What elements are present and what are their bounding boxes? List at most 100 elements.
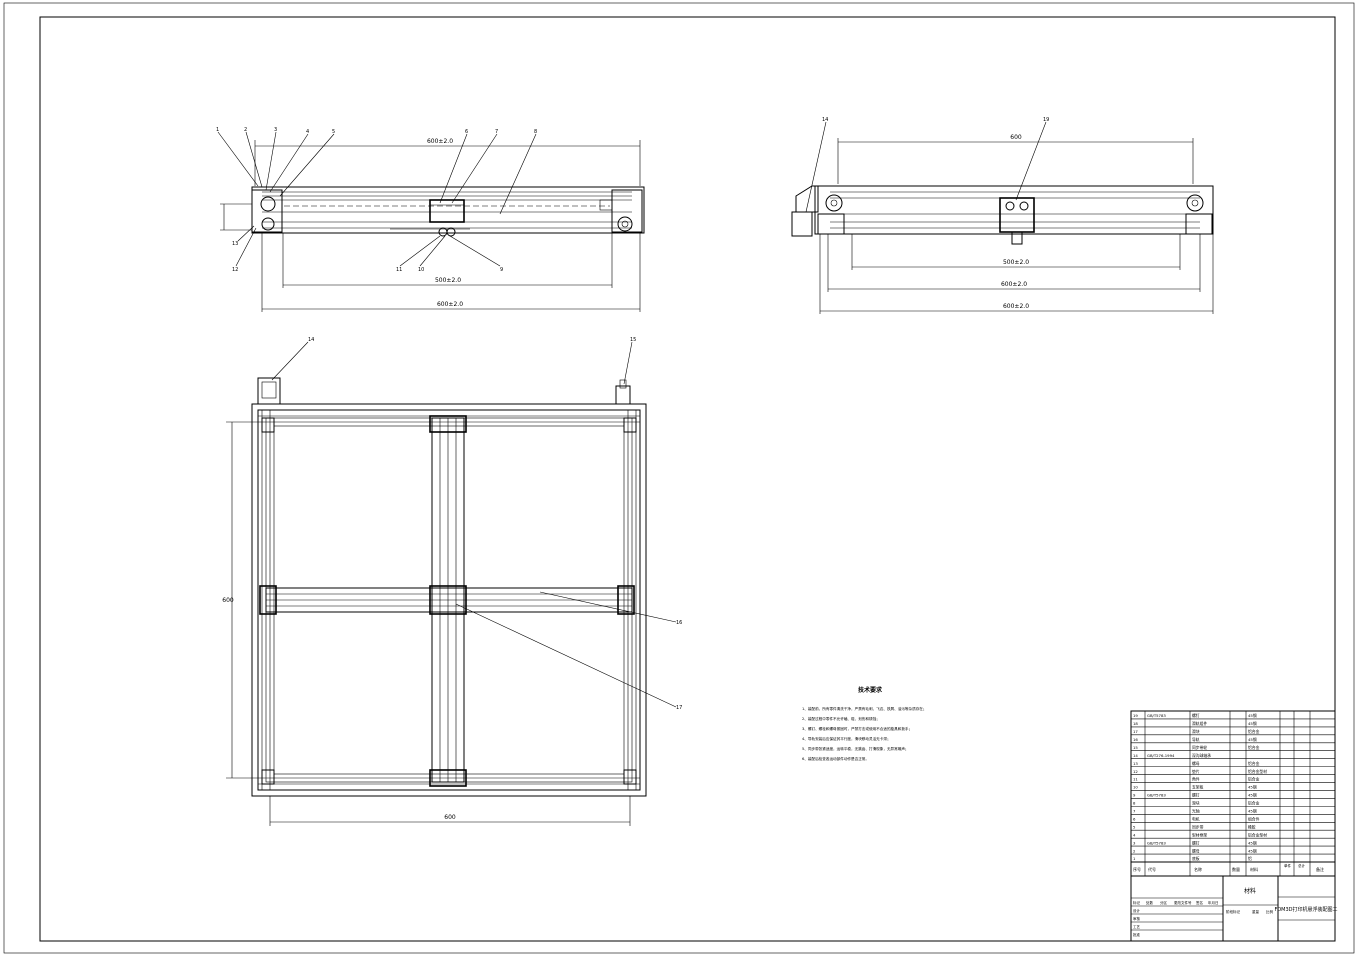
bom-cell-material: 铝合金: [1248, 801, 1260, 806]
callout-front-11: 11: [396, 267, 402, 273]
bom-cell-name: 螺母: [1192, 761, 1200, 766]
role-review: 审核: [1133, 916, 1141, 921]
side-view: 600 500±2.0 600±2.0 600±2.0: [791, 117, 1214, 314]
role-process: 工艺: [1133, 924, 1141, 929]
bom-cell-name: 螺钉: [1192, 793, 1200, 798]
sign-zone: 分区: [1160, 900, 1168, 905]
bom-cell-no: 13: [1133, 761, 1138, 766]
bom-cell-material: 铝合金: [1248, 745, 1260, 750]
bom-cell-name: 深沟球轴承: [1192, 753, 1211, 758]
role-approve: 批准: [1133, 932, 1141, 937]
callout-front-10: 10: [418, 267, 424, 273]
callout-front-8: 8: [534, 129, 537, 135]
bom-cell-name: 螺钉: [1192, 713, 1200, 718]
bom-cell-code: GB/T5783: [1147, 793, 1166, 798]
bom-cell-name: 同步带轮: [1192, 745, 1207, 750]
bom-header-total: 总计: [1298, 863, 1306, 868]
bom-cell-material: 45钢: [1248, 721, 1257, 726]
bom-cell-material: 45钢: [1248, 840, 1257, 845]
bom-cell-code: GB/T5783: [1147, 840, 1166, 845]
bom-cell-name: 电机: [1192, 816, 1200, 821]
bom-header-mat: 材料: [1250, 866, 1258, 872]
notes-title: 技术要求: [858, 686, 883, 694]
dim-side-top: 600: [1010, 134, 1022, 141]
callout-front-1: 1: [216, 127, 219, 133]
bom-cell-no: 8: [1133, 801, 1136, 806]
callout-plan-17: 17: [676, 705, 682, 711]
sign-mark: 标记: [1133, 900, 1141, 905]
bom-header-unit: 单件: [1284, 863, 1292, 868]
callout-front-7: 7: [495, 129, 498, 135]
callout-side-19: 19: [1043, 117, 1049, 123]
bom-cell-no: 10: [1133, 785, 1138, 790]
bom-cell-no: 17: [1133, 729, 1138, 734]
dim-side-inner: 500±2.0: [1003, 259, 1029, 266]
bom-cell-no: 19: [1133, 713, 1138, 718]
bom-cell-name: 螺母: [1192, 848, 1200, 853]
bom-cell-name: 滑轨组件: [1192, 721, 1207, 726]
bom-cell-name: 导轨: [1192, 737, 1200, 742]
bom-cell-name: 型材框架: [1192, 832, 1207, 837]
note-2: 2、装配过程中零件不允许磕、碰、划伤和锈蚀；: [802, 716, 880, 721]
bom-cell-material: 铝合金: [1248, 729, 1260, 734]
bom-cell-no: 9: [1133, 793, 1136, 798]
front-view: 600±2.0 500±2.0: [216, 127, 645, 312]
callout-side-14: 14: [822, 117, 828, 123]
bom-cell-name: 同步带: [1192, 824, 1204, 829]
note-5: 5、同步带张紧适度，运转平稳，无跳齿、打滑现象，无异常噪声；: [802, 746, 909, 751]
bom-cell-material: 45钢: [1248, 737, 1257, 742]
callout-plan-16: 16: [676, 620, 682, 626]
bom-header-qty: 数量: [1232, 866, 1240, 872]
bom-cell-no: 18: [1133, 721, 1138, 726]
callout-front-2: 2: [244, 127, 247, 133]
bom-cell-material: 铝合金: [1248, 777, 1260, 782]
bom-cell-name: 滑块: [1192, 729, 1200, 734]
bom-cell-no: 6: [1133, 816, 1136, 821]
bom-cell-no: 14: [1133, 753, 1138, 758]
bom-cell-material: 橡胶: [1248, 824, 1256, 829]
stage-mark: 阶段标记: [1226, 909, 1241, 914]
note-4: 4、导轨安装后应保证其平行度，滑块移动灵活无卡滞；: [802, 736, 891, 741]
dim-plan-left: 600: [222, 597, 234, 604]
stage-scale: 比例: [1266, 909, 1274, 914]
sheet-outer-border: [3, 2, 1355, 954]
stage-weight: 重量: [1252, 909, 1260, 914]
dim-plan-bottom: 600: [444, 814, 456, 821]
bom-cell-material: 铝合金: [1248, 761, 1260, 766]
bom-cell-no: 12: [1133, 769, 1138, 774]
callout-front-13: 13: [232, 241, 238, 247]
sign-date: 年月日: [1208, 900, 1219, 905]
callout-plan-14: 14: [308, 337, 314, 343]
bom-cell-no: 7: [1133, 809, 1136, 814]
bom-cell-name: 支架板: [1192, 785, 1204, 790]
bom-cell-no: 5: [1133, 824, 1136, 829]
bom-cell-no: 16: [1133, 737, 1138, 742]
bom-cell-name: 螺钉: [1192, 840, 1200, 845]
bom-cell-material: 45钢: [1248, 848, 1257, 853]
sheet-frame: [39, 16, 1336, 942]
callout-plan-15: 15: [630, 337, 636, 343]
bom-cell-material: 45钢: [1248, 785, 1257, 790]
bom-cell-material: 铝合金型材: [1248, 832, 1267, 837]
bom-cell-name: 角件: [1192, 777, 1200, 782]
bom-cell-material: 铝合金型材: [1248, 769, 1267, 774]
bom-cell-no: 11: [1133, 777, 1138, 782]
bom-cell-code: GB/T276-1994: [1147, 753, 1175, 758]
bom-header-no: 序号: [1133, 866, 1141, 872]
part-label: 材料: [1244, 887, 1256, 895]
bom-cell-no: 2: [1133, 848, 1136, 853]
bom-cell-material: 组合件: [1248, 816, 1260, 821]
bom-cell-material: 45钢: [1248, 793, 1257, 798]
bom-header-name: 名称: [1194, 866, 1202, 872]
bom-header-code: 代号: [1148, 866, 1156, 872]
callout-front-6: 6: [465, 129, 468, 135]
sign-doc: 更改文件号: [1174, 900, 1192, 905]
callout-front-9: 9: [500, 267, 503, 273]
callout-front-3: 3: [274, 127, 277, 133]
callout-front-5: 5: [332, 129, 335, 135]
bom-cell-material: 铝: [1248, 856, 1252, 861]
bom-header-note: 备注: [1316, 866, 1324, 872]
